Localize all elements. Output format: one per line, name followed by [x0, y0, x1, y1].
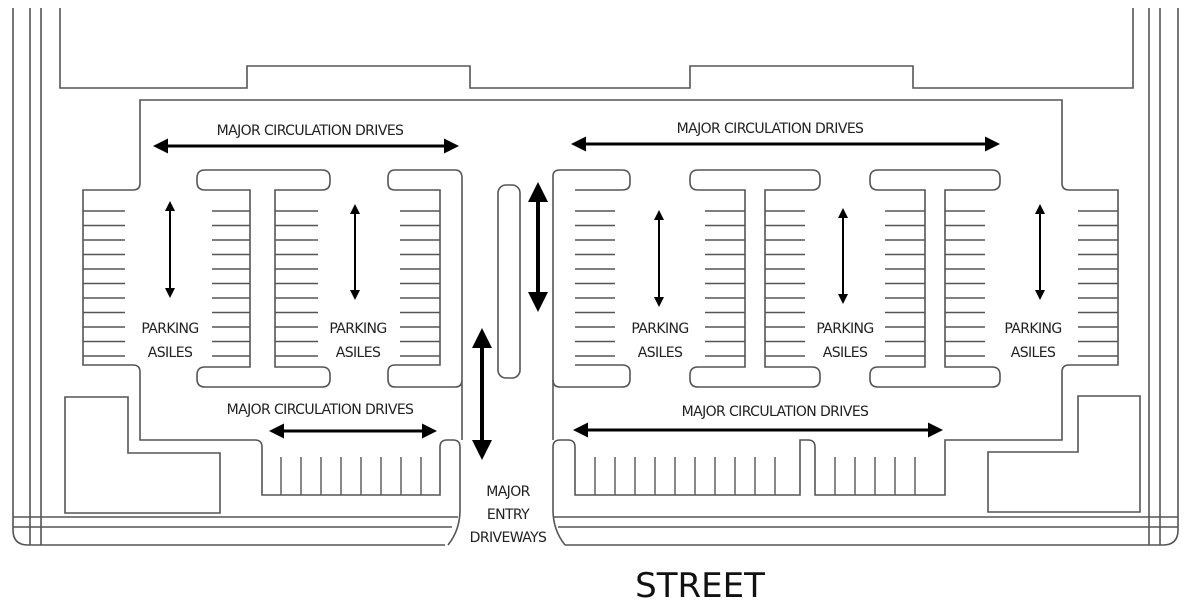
- parking-islands: [196, 169, 1001, 388]
- parking-island: [689, 169, 821, 388]
- property-lines: [12, 8, 1179, 546]
- island-right-end-top: [552, 169, 631, 440]
- parking-island: [869, 169, 1001, 388]
- label-entry-line2: ENTRY: [487, 507, 530, 523]
- median-island: [497, 184, 521, 379]
- parking-stalls: [83, 210, 1118, 495]
- lot-outline-right: [462, 99, 1119, 546]
- corner-building-right: [987, 395, 1141, 513]
- island-left-end: [387, 169, 463, 440]
- label-aisle-4-line2: ASILES: [823, 345, 868, 361]
- label-aisle-4: PARKING: [816, 321, 873, 337]
- label-aisle-2: PARKING: [329, 321, 386, 337]
- label-drive-bottom-left: MAJOR CIRCULATION DRIVES: [227, 402, 414, 418]
- circulation-arrows: [153, 136, 1045, 460]
- label-entry-line1: MAJOR: [486, 484, 530, 500]
- label-street: STREET: [635, 566, 765, 606]
- label-aisle-5: PARKING: [1004, 321, 1061, 337]
- label-aisle-2-line2: ASILES: [336, 345, 381, 361]
- label-drive-bottom-right: MAJOR CIRCULATION DRIVES: [682, 404, 869, 420]
- island-right-end-bottom: [552, 364, 631, 388]
- building-outline: [59, 8, 1134, 89]
- label-aisle-1: PARKING: [141, 321, 198, 337]
- label-aisle-1-line2: ASILES: [148, 345, 193, 361]
- label-aisle-5-line2: ASILES: [1011, 345, 1056, 361]
- corner-building-left: [64, 396, 221, 514]
- lot-outline-left: [82, 99, 462, 546]
- label-drive-top-right: MAJOR CIRCULATION DRIVES: [677, 121, 864, 137]
- label-drive-top-left: MAJOR CIRCULATION DRIVES: [217, 123, 404, 139]
- label-aisle-3: PARKING: [631, 321, 688, 337]
- parking-island: [196, 169, 331, 388]
- label-aisle-3-line2: ASILES: [638, 345, 683, 361]
- label-entry-line3: DRIVEWAYS: [470, 530, 547, 546]
